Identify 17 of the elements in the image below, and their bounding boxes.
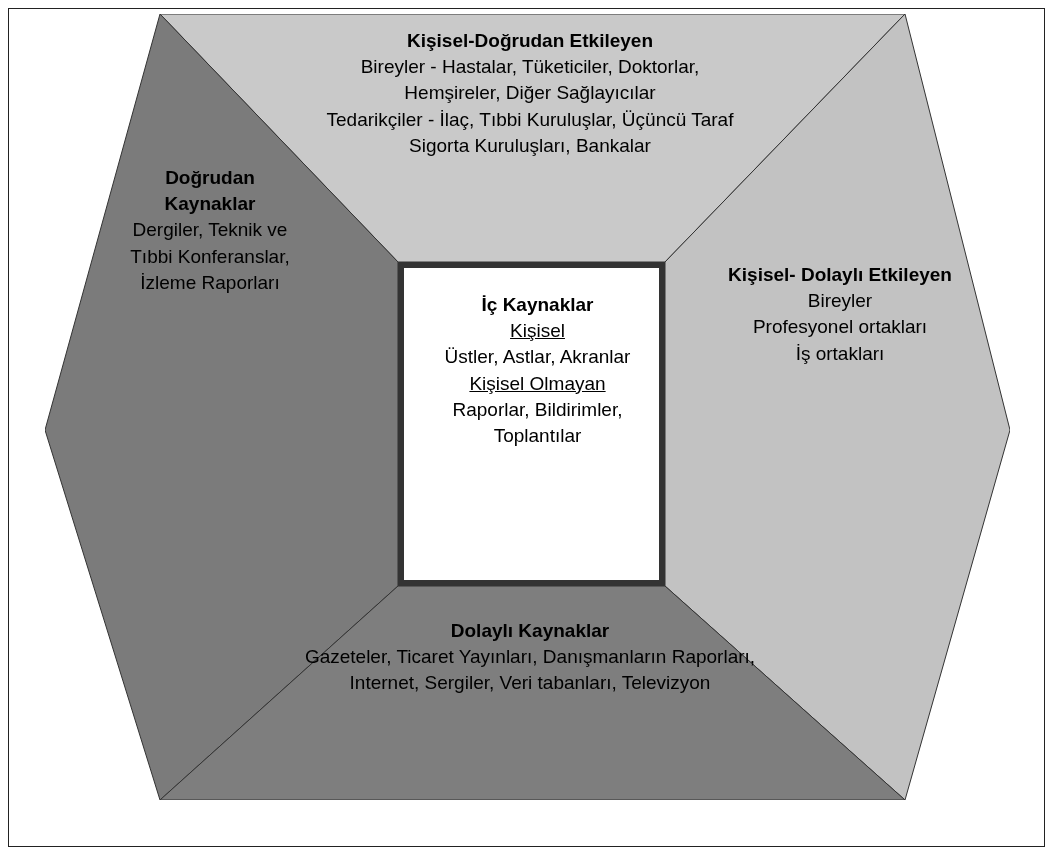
subheading: Kişisel (509, 319, 566, 344)
section-text: İş ortakları (794, 341, 886, 366)
subheading: Kişisel Olmayan (468, 371, 607, 396)
section-text: Üstler, Astlar, Akranlar (443, 345, 632, 370)
section-title: Kişisel-Doğrudan Etkileyen (406, 29, 654, 53)
center-box (398, 262, 665, 586)
section-title: Doğrudan Kaynaklar (163, 166, 257, 217)
section-text: Dergiler, Teknik ve Tıbbi Konferanslar, İzleme Raporları (130, 218, 290, 295)
section-text: Tedarikçiler - İlaç, Tıbbi Kuruluşlar, Üçüncü Taraf Sigorta Kuruluşları, Bankalar (325, 107, 735, 158)
section-title: İç Kaynaklar (480, 293, 595, 317)
section-text: Gazeteler, Ticaret Yayınları, Danışmanların Raporları, Internet, Sergiler, Veri tabanları, Televizyon (303, 645, 757, 696)
section-title: Kişisel- Dolaylı Etkileyen (727, 263, 953, 287)
section-text: Bireyler (806, 289, 874, 314)
section-title: Dolaylı Kaynaklar (449, 619, 611, 643)
section-text: Profesyonel ortakları (751, 315, 929, 340)
section-text: Raporlar, Bildirimler, Toplantılar (451, 397, 624, 449)
section-text: Bireyler - Hastalar, Tüketiciler, Doktorlar, Hemşireler, Diğer Sağlayıcılar (359, 55, 701, 106)
